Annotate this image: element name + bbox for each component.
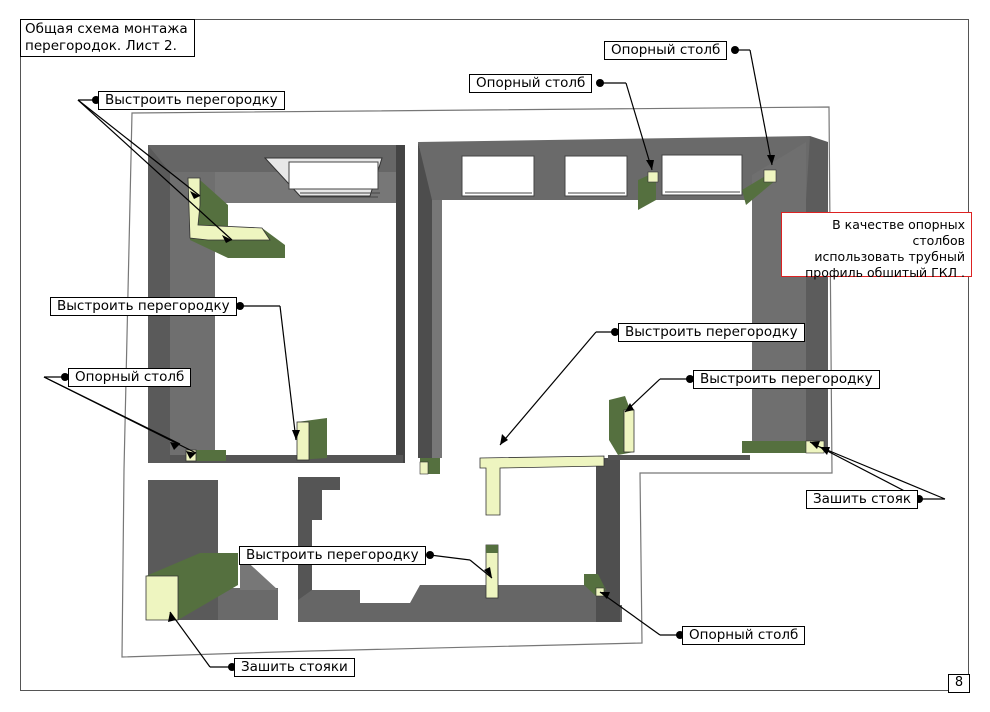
wall — [608, 455, 750, 460]
partition — [623, 409, 635, 453]
page-number: 8 — [948, 674, 970, 693]
window — [288, 161, 379, 190]
riser-box — [145, 575, 179, 621]
label-build-partition: Выстроить перегородку — [98, 91, 285, 110]
label-build-partition: Выстроить перегородку — [239, 546, 426, 565]
partition — [479, 455, 605, 516]
label-build-partition: Выстроить перегородку — [50, 297, 237, 316]
note-line-3: профиль обшитый ГКЛ . — [805, 265, 965, 280]
wall — [596, 458, 620, 622]
wall — [298, 477, 340, 622]
wall — [806, 136, 828, 452]
wall — [218, 588, 278, 620]
partition — [296, 421, 310, 461]
wall — [298, 585, 622, 622]
label-build-partition: Выстроить перегородку — [693, 370, 880, 389]
window — [661, 154, 743, 196]
post — [763, 169, 777, 183]
wall — [418, 142, 432, 458]
window — [461, 155, 535, 197]
post — [647, 171, 659, 183]
sheet-frame — [20, 19, 969, 691]
title-line-2: перегородок. Лист 2. — [25, 38, 177, 54]
wall — [396, 145, 405, 463]
post — [186, 450, 226, 461]
wall — [170, 455, 403, 463]
label-sheathe-riser: Зашить стояк — [806, 490, 918, 509]
riser-box — [742, 441, 806, 453]
note-line-2: использовать трубный — [814, 249, 965, 264]
post — [419, 461, 429, 475]
label-support-post: Опорный столб — [682, 626, 806, 645]
label-build-partition: Выстроить перегородку — [618, 323, 805, 342]
sheet-title: Общая схема монтажа перегородок. Лист 2. — [20, 19, 195, 57]
partition — [486, 545, 498, 553]
wall — [432, 200, 442, 458]
window — [564, 155, 628, 197]
title-line-1: Общая схема монтажа — [25, 21, 188, 37]
label-support-post: Опорный столб — [68, 368, 192, 387]
label-sheathe-risers: Зашить стояки — [234, 658, 355, 677]
label-support-post: Опорный столб — [469, 74, 593, 93]
note-line-1: В качестве опорных столбов — [832, 217, 965, 248]
partition — [187, 177, 271, 241]
arrowheads — [168, 155, 830, 622]
label-support-post: Опорный столб — [604, 41, 728, 60]
support-post-note: В качестве опорных столбов использовать … — [781, 212, 972, 280]
